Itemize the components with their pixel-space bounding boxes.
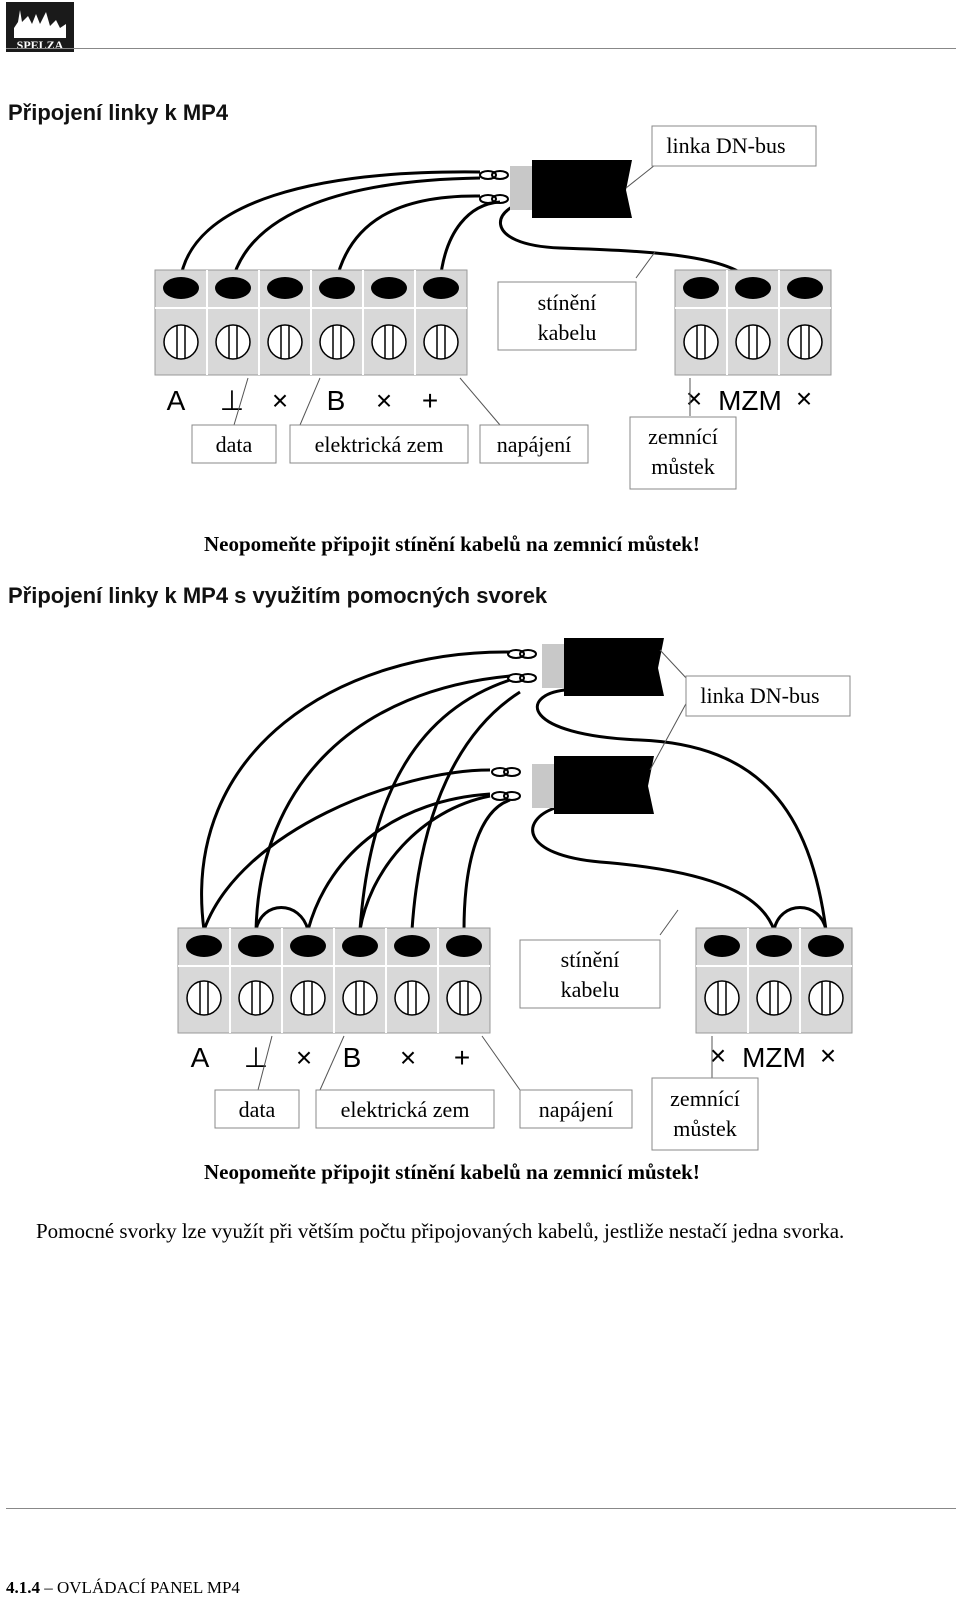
shield-label-2a: stínění (561, 947, 620, 972)
footer: 4.1.4 – OVLÁDACÍ PANEL MP4 (6, 1578, 240, 1598)
footer-rule (6, 1508, 956, 1509)
terminal-symbol-x1-2: × (296, 1042, 312, 1073)
shield-label-1a: stínění (538, 290, 597, 315)
bridge-label-1a: zemnící (648, 424, 718, 449)
cable-label-2: linka DN-bus (700, 683, 819, 708)
bridge-symbol-x2-2: × (820, 1040, 836, 1071)
bridge-symbol-mzm: MZM (718, 385, 782, 416)
terminal-symbol-x1: × (272, 385, 288, 416)
footer-number: 4.1.4 (6, 1578, 40, 1597)
terminal-symbol-a-2: A (191, 1042, 210, 1073)
ground-label-1: elektrická zem (315, 432, 444, 457)
terminal-symbol-x2-2: × (400, 1042, 416, 1073)
bridge-symbol-x2: × (796, 383, 812, 414)
ground-label-2: elektrická zem (341, 1097, 470, 1122)
footer-text: – OVLÁDACÍ PANEL MP4 (44, 1578, 240, 1597)
bridge-label-1b: můstek (651, 454, 715, 479)
wiring-diagram-1: linka DN-bus (154, 125, 832, 490)
section-title-2: Připojení linky k MP4 s využitím pomocný… (8, 583, 548, 608)
terminal-symbol-b: B (327, 385, 346, 416)
bridge-symbol-mzm-2: MZM (742, 1042, 806, 1073)
terminal-symbol-a: A (167, 385, 186, 416)
body-paragraph: Pomocné svorky lze využít při větším poč… (36, 1219, 845, 1243)
terminal-symbol-b-2: B (343, 1042, 362, 1073)
bridge-block-1 (674, 269, 832, 376)
shield-label-2b: kabelu (561, 977, 620, 1002)
bridge-symbol-x1: × (686, 383, 702, 414)
data-label-1: data (216, 432, 253, 457)
terminal-block-1 (154, 269, 468, 376)
bridge-label-2a: zemnící (670, 1086, 740, 1111)
terminal-symbol-gnd: ⊥ (220, 385, 244, 416)
terminal-block-2 (177, 927, 491, 1034)
section-title-1: Připojení linky k MP4 (8, 100, 229, 125)
power-label-2: napájení (539, 1097, 614, 1122)
terminal-symbol-plus: + (422, 385, 438, 416)
terminal-symbol-plus-2: + (454, 1042, 470, 1073)
power-label-1: napájení (497, 432, 572, 457)
spelza-logo: SPELZA (6, 2, 74, 52)
terminal-symbol-gnd-2: ⊥ (244, 1042, 268, 1073)
header-rule (6, 48, 956, 49)
bridge-block-2 (695, 927, 853, 1034)
logo-text: SPELZA (17, 38, 64, 52)
warning-1: Neopomeňte připojit stínění kabelů na ze… (204, 532, 700, 556)
warning-2: Neopomeňte připojit stínění kabelů na ze… (204, 1160, 700, 1184)
terminal-symbol-x2: × (376, 385, 392, 416)
cable-label-1: linka DN-bus (666, 133, 785, 158)
bridge-symbol-x1-2: × (710, 1040, 726, 1071)
shield-label-1b: kabelu (538, 320, 597, 345)
wiring-diagram-2: linka DN-bus (177, 638, 853, 1151)
bridge-label-2b: můstek (673, 1116, 737, 1141)
data-label-2: data (239, 1097, 276, 1122)
